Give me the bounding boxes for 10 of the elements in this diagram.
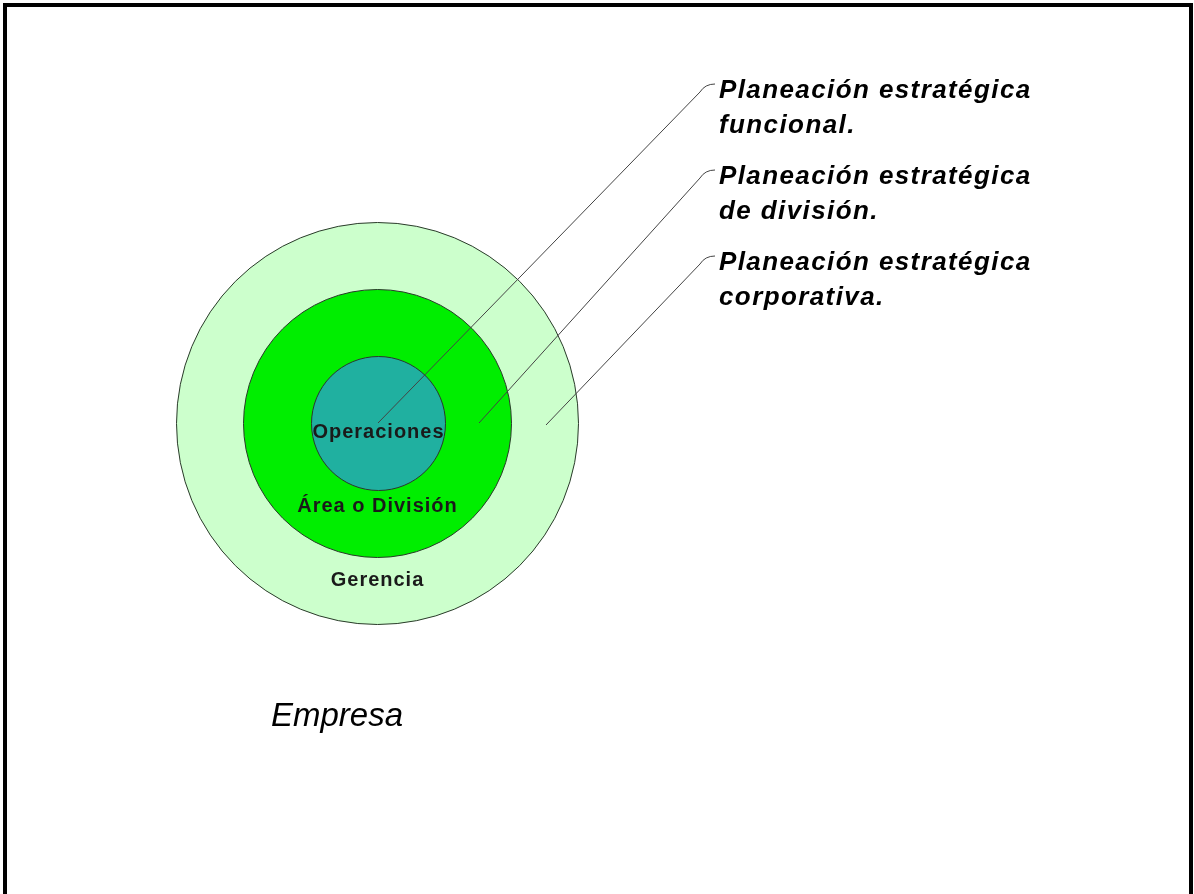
leader-line bbox=[478, 169, 716, 424]
caption-label: Empresa bbox=[271, 696, 404, 734]
leader-text: Planeación estratégica corporativa. bbox=[719, 244, 1054, 314]
leader-text: Planeación estratégica de división. bbox=[719, 158, 1054, 228]
circle-label: Gerencia bbox=[330, 568, 425, 591]
circle-label: Área o División bbox=[297, 494, 458, 517]
leader-text: Planeación estratégica funcional. bbox=[719, 72, 1054, 142]
leader-line bbox=[377, 83, 716, 424]
leader-line bbox=[545, 255, 716, 426]
circle-label: Operaciones bbox=[312, 420, 445, 443]
